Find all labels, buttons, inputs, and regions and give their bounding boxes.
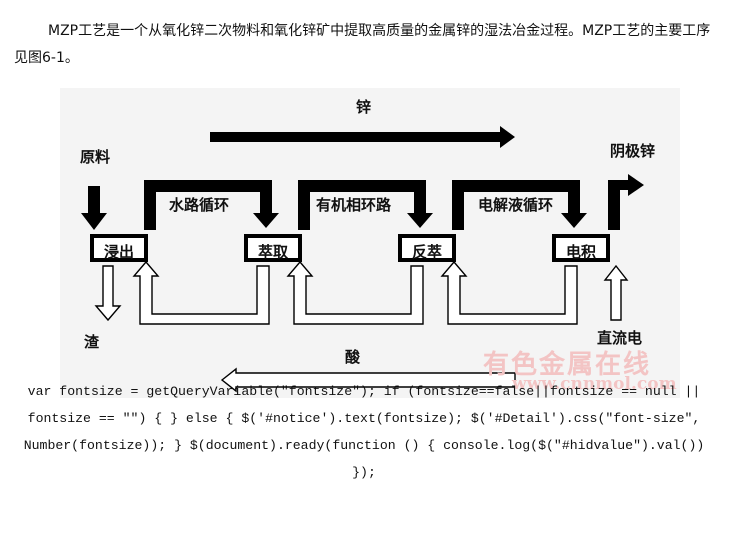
stage-stripping: 反萃 — [398, 234, 456, 262]
return-loop2 — [286, 260, 424, 325]
cathode-output-arrow — [608, 174, 644, 230]
watermark-url: www.cnnmol.com — [512, 374, 677, 394]
intro-paragraph: MZP工艺是一个从氧化锌二次物料和氧化锌矿中提取高质量的金属锌的湿法冶金过程。M… — [14, 23, 711, 66]
loop1-arrow — [144, 180, 279, 230]
water-loop-label: 水路循环 — [169, 196, 230, 214]
residue-label: 渣 — [84, 333, 100, 351]
feed-label: 原料 — [80, 148, 111, 166]
organic-loop-label: 有机相环路 — [316, 196, 392, 214]
dc-power-label: 直流电 — [597, 329, 643, 347]
zinc-label: 锌 — [356, 98, 372, 116]
return-loop3 — [440, 260, 578, 325]
acid-arrow — [220, 367, 516, 393]
stage-electrowinning: 电积 — [552, 234, 610, 262]
power-arrow — [603, 264, 629, 321]
script-text: var fontsize = getQueryVariable("fontsiz… — [23, 384, 705, 480]
loop3-arrow — [452, 180, 587, 230]
feed-arrow — [81, 186, 107, 230]
cathode-zinc-label: 阴极锌 — [610, 142, 656, 160]
electrolyte-loop-label: 电解液循环 — [478, 196, 554, 214]
acid-label: 酸 — [345, 348, 361, 366]
residue-arrow — [94, 265, 122, 322]
stage-leaching: 浸出 — [90, 234, 148, 262]
watermark-name: 有色金属在线 — [483, 350, 652, 380]
zinc-arrow — [210, 126, 515, 148]
stage-extraction: 萃取 — [244, 234, 302, 262]
flow-arrows — [81, 126, 644, 393]
loop2-arrow — [298, 180, 433, 230]
return-loop1 — [132, 260, 270, 325]
process-flow-diagram: 锌 原料 阴极锌 水路循环 有机相环路 电解液循环 浸出 萃取 反萃 电积 渣 … — [60, 88, 680, 398]
